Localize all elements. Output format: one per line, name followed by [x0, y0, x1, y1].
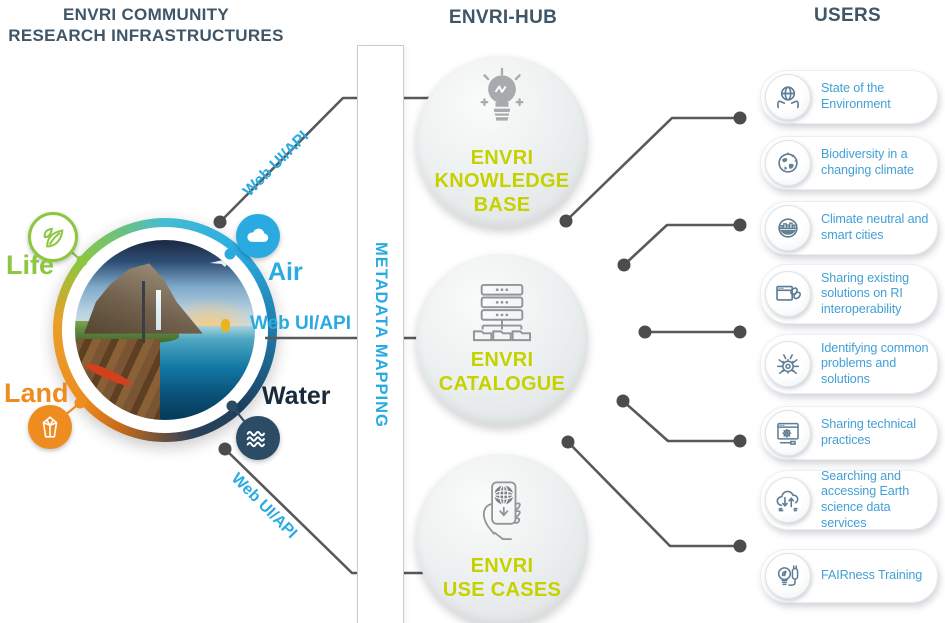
user-item-ri-interoperability: Sharing existing solutions on RI interop… [760, 264, 938, 324]
user-item-label: Sharing existing solutions on RI interop… [821, 270, 910, 316]
envri-catalogue-node: ENVRI CATALOGUE [416, 254, 588, 426]
use-cases-label: ENVRI USE CASES [442, 555, 562, 601]
cloud-transfer-icon [765, 477, 811, 523]
bulb-plug-icon [765, 553, 811, 599]
waterfall-detail [156, 290, 162, 330]
user-item-label: Sharing technical practices [821, 417, 916, 447]
earth-photo [75, 240, 255, 420]
user-item-biodiversity: Biodiversity in a changing climate [760, 136, 938, 190]
bug-gear-icon [765, 341, 811, 387]
lightbulb-idea-icon [480, 67, 524, 121]
measurement-mast [141, 281, 146, 343]
research-plane [210, 259, 237, 267]
user-item-label: Biodiversity in a changing climate [821, 147, 914, 177]
life-label: Life [6, 250, 55, 280]
envri-use-cases-node: ENVRI USE CASES [416, 454, 588, 623]
web-ui-api-label-middle: Web UI/API [250, 313, 351, 334]
user-item-common-problems: Identifying common problems and solution… [760, 334, 938, 394]
air-label: Air [268, 258, 303, 286]
user-item-climate-neutral-cities: Climate neutral and smart cities [760, 201, 938, 255]
hands-earth-icon [765, 74, 811, 120]
biodiversity-globe-icon [765, 140, 811, 186]
land-sphere-chip [28, 405, 72, 449]
browser-link-icon [765, 271, 811, 317]
cloud-icon [247, 228, 269, 242]
crystal-icon [42, 416, 58, 438]
knowledge-base-label: ENVRI KNOWLEDGE BASE [434, 146, 570, 216]
ocean-buoy [220, 319, 230, 332]
user-item-label: Searching and accessing Earth science da… [821, 468, 910, 530]
user-item-technical-practices: Sharing technical practices [760, 406, 938, 460]
user-item-label: State of the Environment [821, 81, 891, 111]
user-item-searching-data-services: Searching and accessing Earth science da… [760, 468, 938, 530]
city-globe-icon [765, 205, 811, 251]
water-label: Water [262, 382, 331, 410]
hub-column-title: ENVRI-HUB [448, 7, 558, 28]
user-item-label: Climate neutral and smart cities [821, 212, 929, 242]
waves-icon [246, 430, 265, 448]
server-catalogue-icon [472, 284, 532, 342]
user-item-label: FAIRness Training [821, 568, 923, 583]
life-sphere-chip [28, 212, 78, 262]
browser-gear-icon [765, 410, 811, 456]
water-sphere-chip [236, 416, 280, 460]
land-label: Land [4, 378, 69, 408]
user-item-label: Identifying common problems and solution… [821, 340, 929, 386]
left-title-line1: ENVRI COMMUNITY [63, 5, 229, 24]
user-item-state-of-environment: State of the Environment [760, 70, 938, 124]
envri-knowledge-base-node: ENVRI KNOWLEDGE BASE [416, 56, 588, 228]
air-sphere-chip [236, 214, 280, 258]
research-infrastructures-ring [53, 218, 277, 442]
catalogue-label: ENVRI CATALOGUE [438, 349, 566, 395]
hand-globe-phone-icon [482, 481, 521, 541]
leaf-icon [43, 227, 64, 248]
left-column-title: ENVRI COMMUNITY RESEARCH INFRASTRUCTURES [0, 5, 292, 46]
left-title-line2: RESEARCH INFRASTRUCTURES [8, 25, 284, 45]
users-column-title: USERS [814, 5, 881, 26]
metadata-mapping-bar: METADATA MAPPING [357, 45, 404, 623]
metadata-mapping-label: METADATA MAPPING [372, 241, 390, 428]
user-item-fairness-training: FAIRness Training [760, 549, 938, 603]
